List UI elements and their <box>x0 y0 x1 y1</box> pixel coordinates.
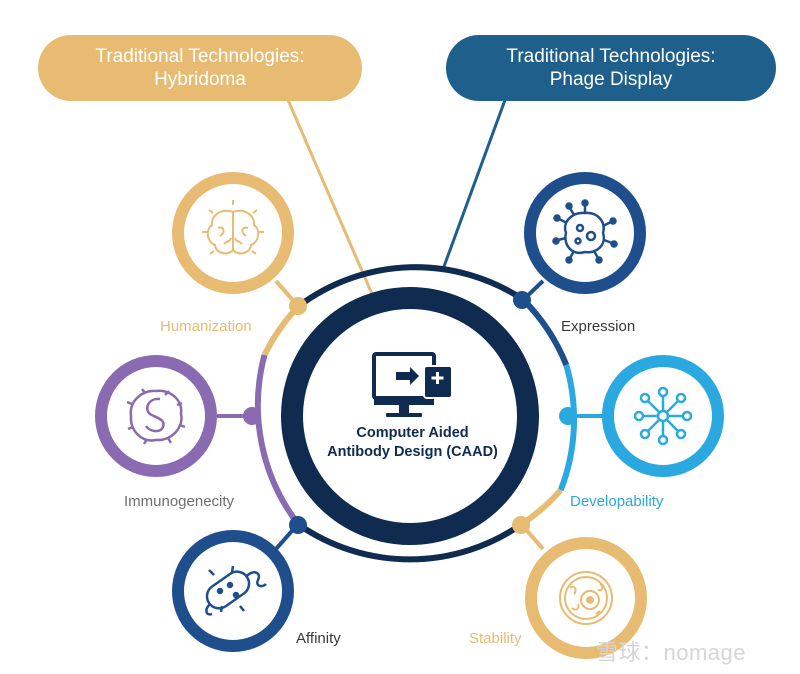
developability-label: Developability <box>570 493 664 510</box>
cell-icon <box>559 571 613 625</box>
outer-ring-top <box>296 264 525 309</box>
affinity-label: Affinity <box>296 630 341 647</box>
stability-node <box>525 537 647 659</box>
stability-label: Stability <box>469 630 522 647</box>
affinity-node <box>172 530 294 652</box>
center-title-line1: Computer Aided <box>356 425 469 441</box>
developability-node <box>602 355 724 477</box>
immunogenecity-label: Immunogenecity <box>124 493 235 510</box>
outer-ring-left-purple <box>254 354 301 527</box>
expression-node <box>524 172 646 294</box>
molecule-network-icon <box>633 386 693 446</box>
phage-display-pill-line2: Phage Display <box>549 69 673 90</box>
center-title: Computer Aided Antibody Design (CAAD) <box>300 424 525 462</box>
outer-ring-right-blue <box>520 297 570 367</box>
humanization-label: Humanization <box>160 318 252 335</box>
phage-display-pill: Traditional Technologies: Phage Display <box>446 35 776 101</box>
bacteria-icon <box>205 565 267 616</box>
watermark: 雪球：nomage <box>596 640 747 665</box>
immunogenecity-dot <box>243 407 261 425</box>
phage-display-pill-line1: Traditional Technologies: <box>506 46 716 67</box>
virus-icon <box>552 199 618 264</box>
hybridoma-pill: Traditional Technologies: Hybridoma <box>38 35 362 101</box>
developability-dot <box>559 407 577 425</box>
outer-ring-right-cyan <box>557 364 578 492</box>
affinity-dot <box>289 516 307 534</box>
hybridoma-pill-line2: Hybridoma <box>154 69 246 90</box>
outer-ring-bottom <box>296 522 523 563</box>
hybridoma-connector <box>286 99 374 295</box>
expression-dot <box>513 291 531 309</box>
center-title-line2: Antibody Design (CAAD) <box>327 444 498 460</box>
hybridoma-pill-line1: Traditional Technologies: <box>95 46 305 67</box>
phage-display-connector <box>440 99 507 273</box>
stability-dot <box>512 516 530 534</box>
computer-transfer-icon <box>372 352 453 417</box>
immune-cell-icon <box>126 388 186 445</box>
humanization-dot <box>289 297 307 315</box>
brain-icon <box>202 200 264 255</box>
expression-label: Expression <box>561 318 636 335</box>
